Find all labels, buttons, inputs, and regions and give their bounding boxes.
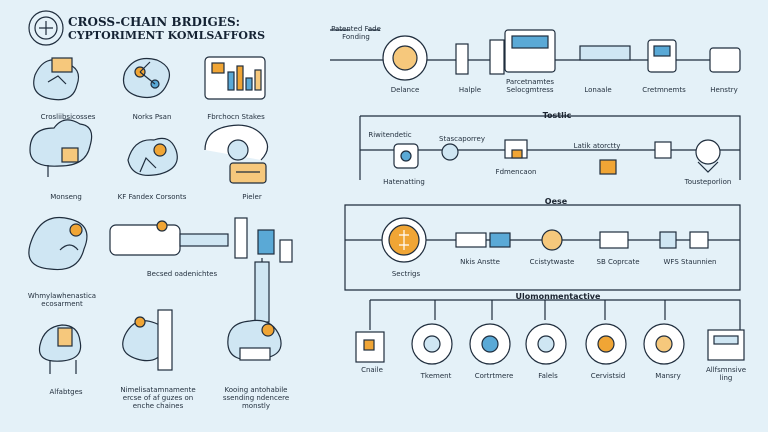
section4-label-6: Mansry [655,372,681,380]
left-label-7: Becsed oadenichtes [146,270,218,278]
top-box-icon [709,47,741,73]
section4-label-4: Falels [538,372,558,380]
top-label-5: Cretmnemts [642,86,686,94]
top-label-3: Parcetnamtes Selocgmtress [505,78,555,94]
page-title-line1: CROSS-CHAIN BRDIGES: [68,15,241,29]
left-label-4: Monseng [50,193,82,201]
map-blob-icon [28,217,88,271]
cloud-laptop-icon [227,319,282,361]
section3-label-5: WFS Staunnien [663,258,717,266]
section4-label-1: Cnaile [361,366,383,374]
section4-label-5: Cervistsid [590,372,626,380]
section3-title: Oese [544,197,568,206]
section4-label-7: Allfsmnsive ling [705,366,747,382]
hand-coin-icon [127,137,178,176]
section4-label-2: Tkement [420,372,452,380]
section2-title: Tostlic [542,111,572,120]
bridge-pipeline-icon [109,217,293,358]
section2-chip-icon [599,159,617,175]
cloud-coin-icon [29,119,93,177]
section2-globe-icon [695,139,721,165]
top-row-header: Patented Fade Fonding [331,25,381,41]
section3-label-4: SB Coprcate [596,258,640,266]
section2-label-5: Tousteporlion [684,178,732,186]
top-label-6: Henstry [710,86,738,94]
network-cluster-icon [122,57,170,99]
left-label-9: Alfabtges [49,388,83,396]
section4-label-3: Cortrtmere [474,372,514,380]
section2-label-2: Stascaporrey [439,135,485,143]
section2-label-1: Riwitendetic [368,131,412,139]
section4-window-icon [707,329,745,361]
dashboard-window-icon [204,56,266,100]
section3-label-1: Sectrigs [391,270,421,278]
section3-label-3: Ccistytwaste [529,258,575,266]
logo-icon [28,10,64,46]
left-label-5: KF Fandex Corsonts [117,193,187,201]
left-label-1: Crosliibsicosses [40,113,96,121]
globe-blob-icon [33,57,80,101]
left-label-10: Nimelisatamnamente ercse of af guzes on … [120,386,196,410]
top-column-icon [455,43,469,75]
section2-node-icon [441,143,459,161]
section3-gear-icon [541,229,563,251]
page-title-line2: CYPTORIMENT KOMLSAFFORS [68,29,266,42]
section2-label-0: Hatenatting [383,178,425,186]
tower-device-icon [122,309,173,371]
left-label-8: Whmylawhenastica ecosarment [27,292,97,308]
top-label-1: Delance [390,86,420,94]
section3-label-2: Nkis Anstte [460,258,500,266]
section2-label-3: Latik atorctty [573,142,621,150]
left-label-6: Pieler [242,193,262,201]
wallet-device-icon [204,124,269,184]
top-label-4: Lonaale [584,86,612,94]
server-stack-icon [38,324,82,374]
left-label-3: Fbrchocn Stakes [207,113,265,121]
top-label-2: Halple [458,86,482,94]
section4-title: Ulomonmentactive [515,292,601,301]
section3-bar-icon [455,232,487,248]
top-pipe-icon [579,45,631,61]
left-label-2: Norks Psan [132,113,172,121]
left-label-11: Kooing antohabile ssending ndencere mons… [222,386,290,410]
section2-label-4: Fdmencaon [495,168,537,176]
